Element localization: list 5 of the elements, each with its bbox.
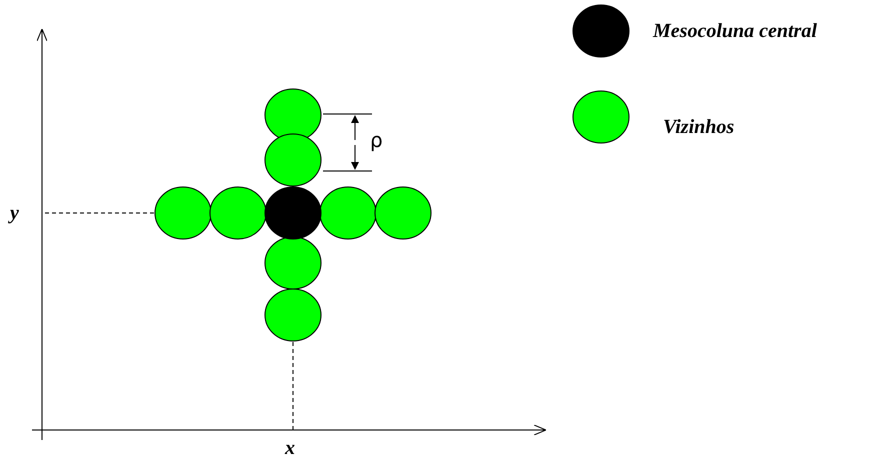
legend-label: Mesocoluna central <box>653 21 817 41</box>
axis-label: x <box>285 438 295 458</box>
dimension-label: ρ <box>370 130 383 150</box>
axis-label: y <box>10 203 19 223</box>
legend-label: Vizinhos <box>663 117 734 137</box>
